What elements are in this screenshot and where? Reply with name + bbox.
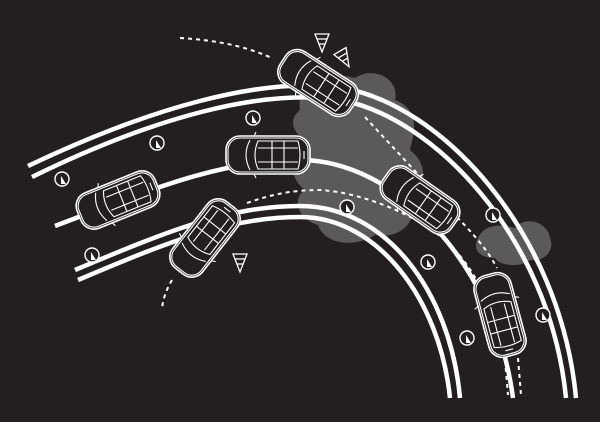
car-icon bbox=[225, 131, 311, 179]
car-icon bbox=[473, 271, 527, 359]
trajectory-bottom bbox=[161, 279, 173, 309]
hazard-marker-icon bbox=[420, 254, 436, 270]
road-edge-inner-a bbox=[74, 203, 463, 399]
hazard-marker-icon bbox=[535, 307, 551, 323]
hazard-marker-icon bbox=[84, 247, 100, 263]
hazard-marker-icon bbox=[54, 171, 70, 187]
hazard-marker-icon bbox=[459, 330, 475, 346]
car-icon bbox=[169, 198, 241, 278]
trajectory-top bbox=[179, 37, 273, 59]
traffic-cone-icon bbox=[232, 253, 248, 274]
car-icon bbox=[276, 48, 360, 118]
tire-track-left bbox=[504, 359, 509, 396]
hazard-marker-icon bbox=[339, 199, 355, 215]
trajectory-skid-2 bbox=[246, 188, 486, 301]
tire-track-right bbox=[517, 357, 522, 396]
traffic-cone-icon bbox=[314, 33, 330, 54]
road-edge-inner-b bbox=[77, 214, 453, 399]
car-icon bbox=[75, 170, 161, 230]
traffic-cone-icon bbox=[332, 46, 350, 69]
hazard-marker-icon bbox=[485, 207, 501, 223]
car-icon bbox=[379, 165, 461, 235]
hazard-marker-icon bbox=[245, 110, 261, 126]
hazard-marker-icon bbox=[149, 135, 165, 151]
